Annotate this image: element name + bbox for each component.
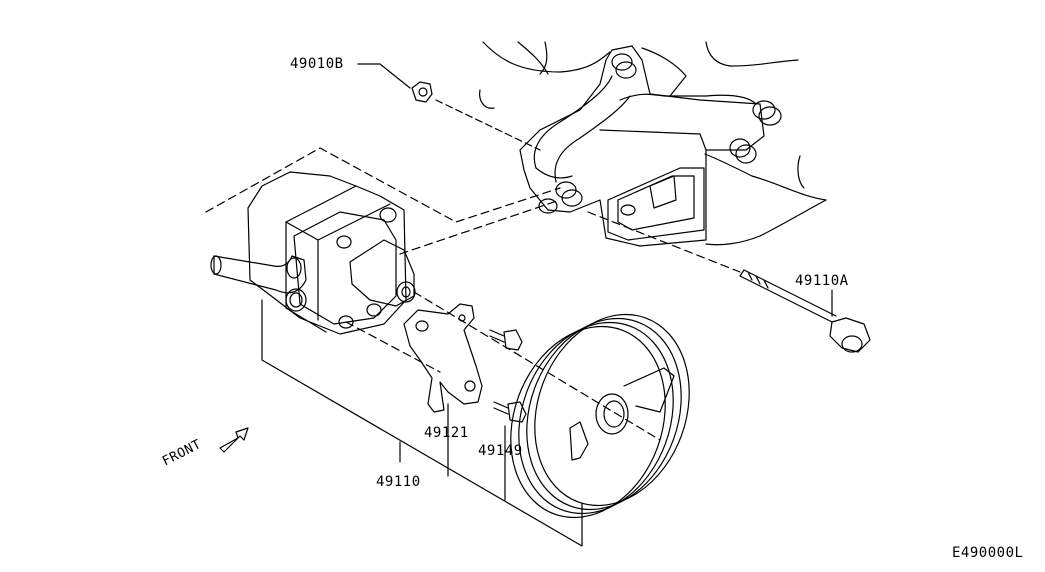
- phantom-outline: [205, 147, 561, 223]
- bolt-alignment-line: [587, 211, 741, 273]
- part-label-49149: 49149: [478, 443, 523, 459]
- bracket-49121: [403, 303, 483, 413]
- screw-49149-lower: [493, 401, 527, 423]
- front-indicator: FRONT: [158, 418, 268, 488]
- power-steering-pump: [210, 171, 416, 335]
- engine-block-outline: [479, 41, 827, 246]
- part-label-49110: 49110: [376, 474, 421, 490]
- pump-mount-line: [399, 199, 561, 255]
- screw-49149-upper: [489, 329, 523, 351]
- part-label-49121: 49121: [424, 425, 469, 441]
- leader-lines: [261, 63, 833, 547]
- pump-shaft-axis: [413, 291, 661, 441]
- nut-alignment-line: [435, 99, 541, 151]
- front-label: FRONT: [160, 437, 204, 470]
- bolt-49110a: [739, 269, 871, 353]
- front-arrow-icon: [219, 427, 249, 453]
- pump-mounting-bracket: [519, 45, 782, 247]
- pump-pulley: [510, 313, 690, 519]
- part-label-49010b: 49010B: [290, 56, 344, 72]
- part-label-49110a: 49110A: [795, 273, 849, 289]
- nut-49010b: [411, 81, 433, 103]
- diagram-code: E490000L: [952, 545, 1024, 561]
- pump-lower-axis: [345, 321, 441, 373]
